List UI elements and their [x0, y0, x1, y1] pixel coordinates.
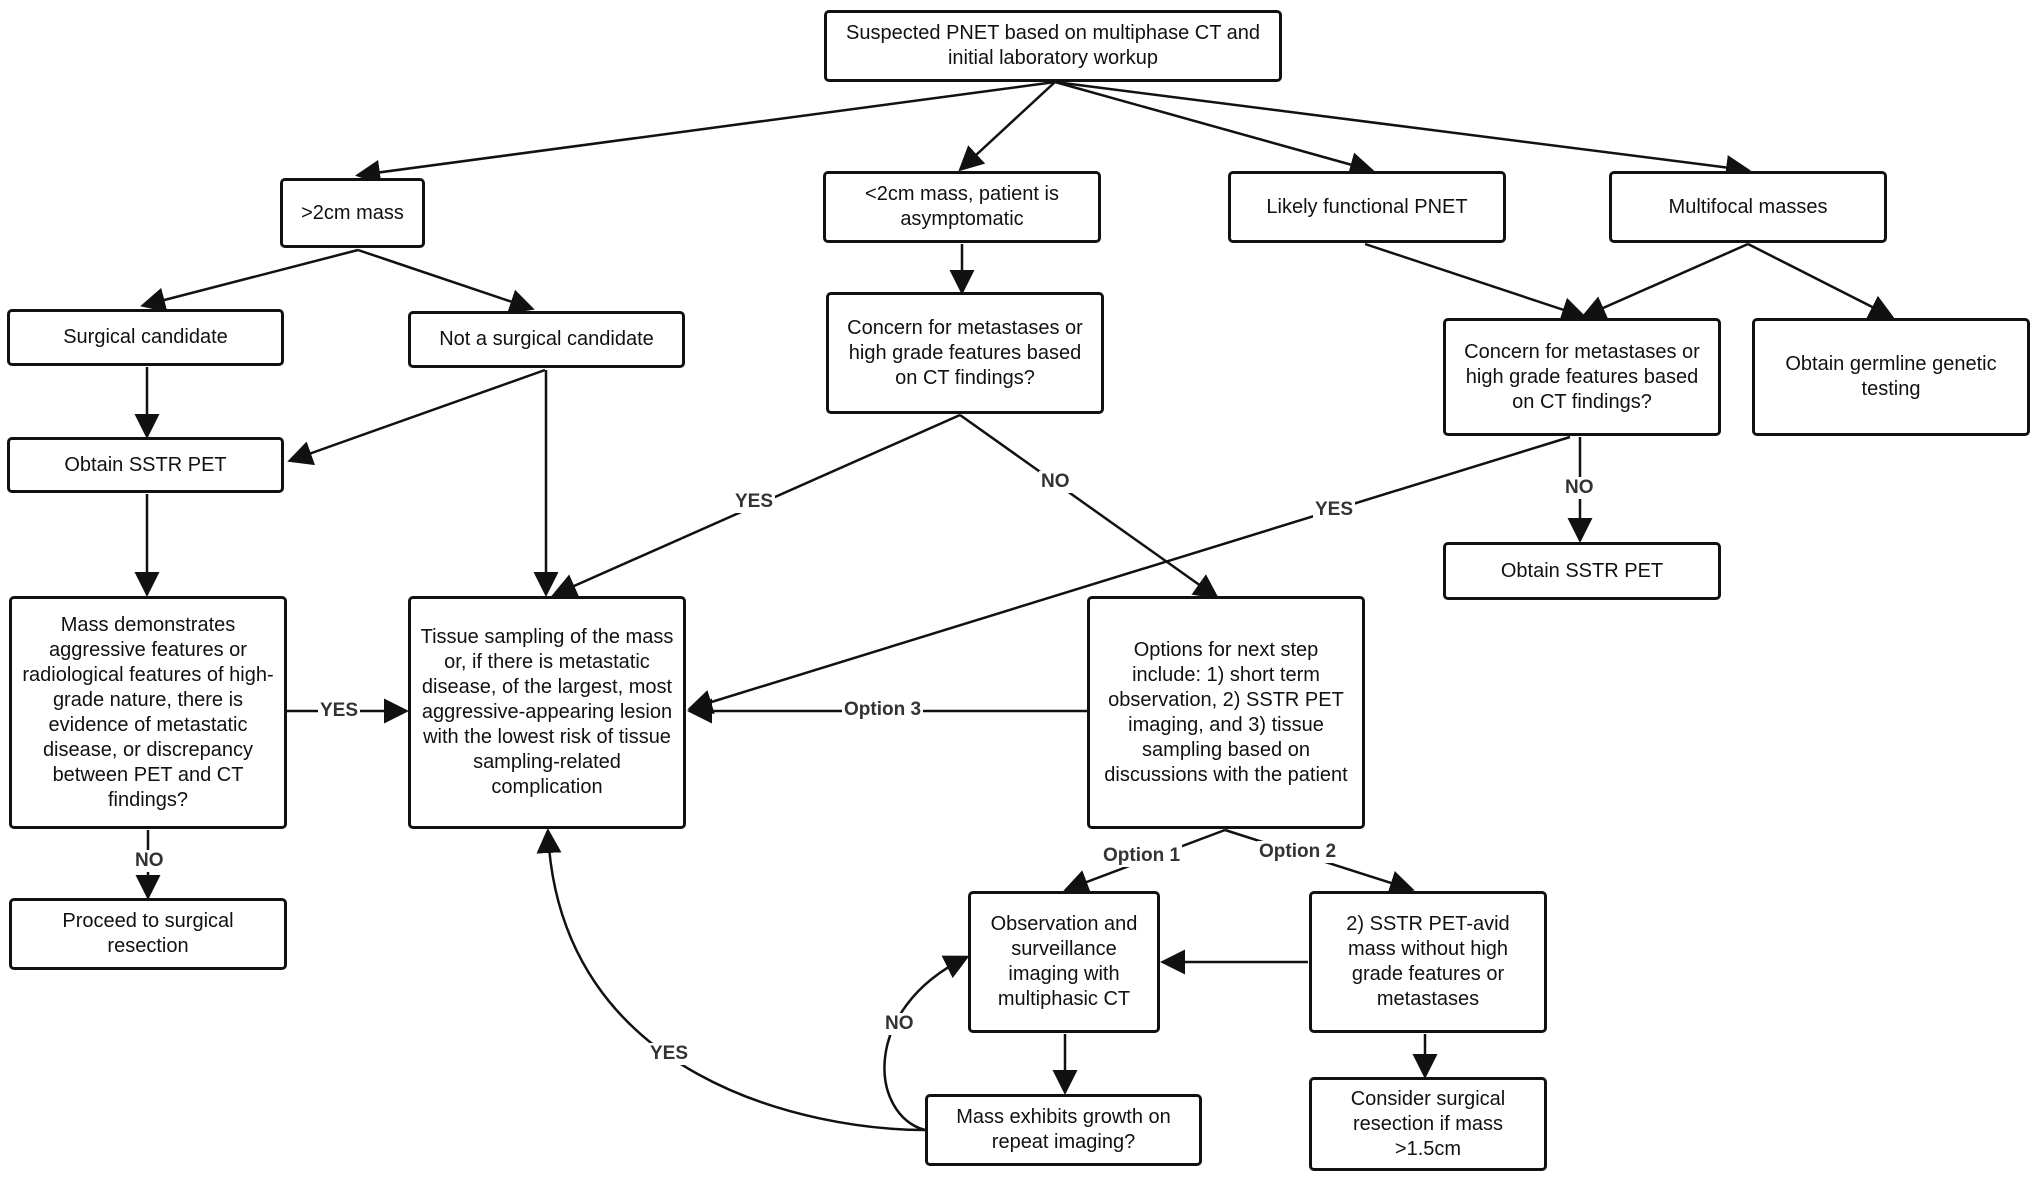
- sstr-avid-node: 2) SSTR PET-avid mass without high grade…: [1309, 891, 1547, 1033]
- arrow-start-to-lt2cm: [958, 81, 1056, 172]
- lt2cm-node: <2cm mass, patient is asymptomatic: [823, 171, 1101, 243]
- arrow-start-to-gt2cm: [355, 80, 1056, 185]
- surgical-candidate-node: Surgical candidate: [7, 309, 284, 366]
- label-yes-right: YES: [1313, 499, 1356, 521]
- label-no-loop: NO: [883, 1013, 916, 1035]
- arrow-multifocal-to-germline: [1747, 242, 1895, 319]
- label-no-mid: NO: [1039, 471, 1072, 493]
- start-node: Suspected PNET based on multiphase CT an…: [824, 10, 1282, 82]
- arrow-concernmid-no-to-options: [959, 413, 1220, 599]
- arrow-growth-yes-to-tissue: [536, 828, 926, 1132]
- mass-aggressive-node: Mass demonstrates aggressive features or…: [9, 596, 287, 829]
- functional-node: Likely functional PNET: [1228, 171, 1506, 243]
- sstr-pet-left-node: Obtain SSTR PET: [7, 437, 284, 493]
- label-yes-left: YES: [318, 700, 361, 722]
- label-option3: Option 3: [842, 699, 924, 721]
- label-option2: Option 2: [1257, 841, 1339, 863]
- arrow-multifocal-to-concern: [1580, 242, 1749, 320]
- germline-node: Obtain germline genetic testing: [1752, 318, 2030, 436]
- proceed-surgery-node: Proceed to surgical resection: [9, 898, 287, 970]
- arrow-start-to-multifocal: [1054, 80, 1751, 180]
- consider-resection-node: Consider surgical resection if mass >1.5…: [1309, 1077, 1547, 1171]
- tissue-sampling-node: Tissue sampling of the mass or, if there…: [408, 596, 686, 829]
- growth-node: Mass exhibits growth on repeat imaging?: [925, 1094, 1202, 1166]
- sstr-pet-right-node: Obtain SSTR PET: [1443, 542, 1721, 600]
- options-node: Options for next step include: 1) short …: [1087, 596, 1365, 829]
- not-surgical-candidate-node: Not a surgical candidate: [408, 311, 685, 368]
- label-no-left: NO: [133, 850, 166, 872]
- arrow-start-to-functional: [1054, 80, 1375, 177]
- arrow-gt2cm-to-surgical: [140, 248, 359, 313]
- arrow-growth-no-loop: [883, 955, 970, 1132]
- concern-right-node: Concern for metastases or high grade fea…: [1443, 318, 1721, 436]
- arrow-concernright-yes-to-tissue: [687, 435, 1571, 715]
- observation-node: Observation and surveillance imaging wit…: [968, 891, 1160, 1033]
- gt2cm-node: >2cm mass: [280, 178, 425, 248]
- label-option1: Option 1: [1101, 845, 1183, 867]
- multifocal-node: Multifocal masses: [1609, 171, 1887, 243]
- arrow-notsurgical-to-sstr: [287, 368, 546, 466]
- label-no-right: NO: [1563, 477, 1596, 499]
- concern-mid-node: Concern for metastases or high grade fea…: [826, 292, 1104, 414]
- arrow-functional-to-concern: [1364, 242, 1587, 322]
- label-yes-mid: YES: [733, 491, 776, 513]
- arrow-gt2cm-to-notsurgical: [357, 248, 535, 314]
- label-yes-loop: YES: [648, 1043, 691, 1065]
